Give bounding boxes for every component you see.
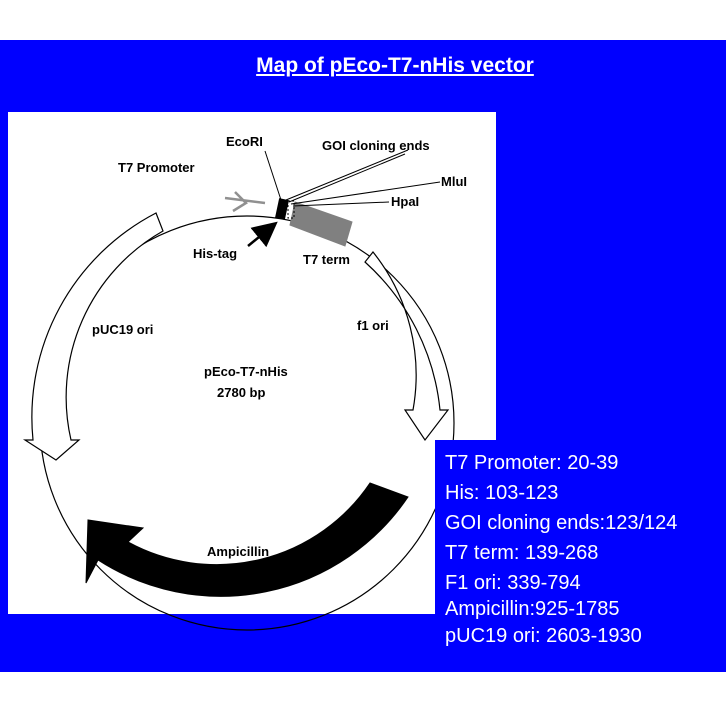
legend-item: pUC19 ori: 2603-1930 [445, 625, 642, 647]
f1-ori-arrow [364, 251, 450, 442]
t7-term-box [289, 201, 353, 247]
legend-item: GOI cloning ends:123/124 [445, 512, 678, 534]
legend-item: His: 103-123 [445, 482, 559, 504]
hpal-leader [292, 201, 390, 207]
t7-promoter-label: T7 Promoter [118, 160, 195, 175]
his-tag-block [275, 198, 289, 220]
goi-leader-2 [288, 153, 406, 203]
hpal-label: HpaI [391, 194, 419, 209]
goi-leader-1 [285, 149, 409, 201]
ecori-leader [264, 150, 282, 201]
legend-item: F1 ori: 339-794 [445, 572, 581, 594]
legend-item: T7 term: 139-268 [445, 542, 599, 564]
t7-term-label: T7 term [303, 252, 350, 267]
mlul-label: MluI [441, 174, 467, 189]
legend-item: Ampicillin:925-1785 [445, 598, 620, 620]
ampicillin-arrow [85, 482, 409, 597]
legend-item: T7 Promoter: 20-39 [445, 452, 619, 474]
his-tag-label: His-tag [193, 246, 237, 261]
mlul-leader [290, 181, 441, 205]
f1-ori-label: f1 ori [357, 318, 389, 333]
plasmid-size-label: 2780 bp [217, 385, 265, 400]
his-tag-pointer [247, 221, 278, 248]
page-title: Map of pEco-T7-nHis vector [256, 54, 534, 77]
ampicillin-label: Ampicillin [207, 544, 269, 559]
t7-promoter-arrow [224, 191, 266, 213]
ecori-label: EcoRI [226, 134, 263, 149]
puc19-ori-label: pUC19 ori [92, 322, 153, 337]
puc19-ori-arrow [22, 212, 164, 461]
plasmid-name-label: pEco-T7-nHis [204, 364, 288, 379]
cloning-site-block [287, 200, 295, 219]
goi-cloning-ends-label: GOI cloning ends [322, 138, 430, 153]
feature-legend: T7 Promoter: 20-39 His: 103-123 GOI clon… [435, 440, 726, 672]
